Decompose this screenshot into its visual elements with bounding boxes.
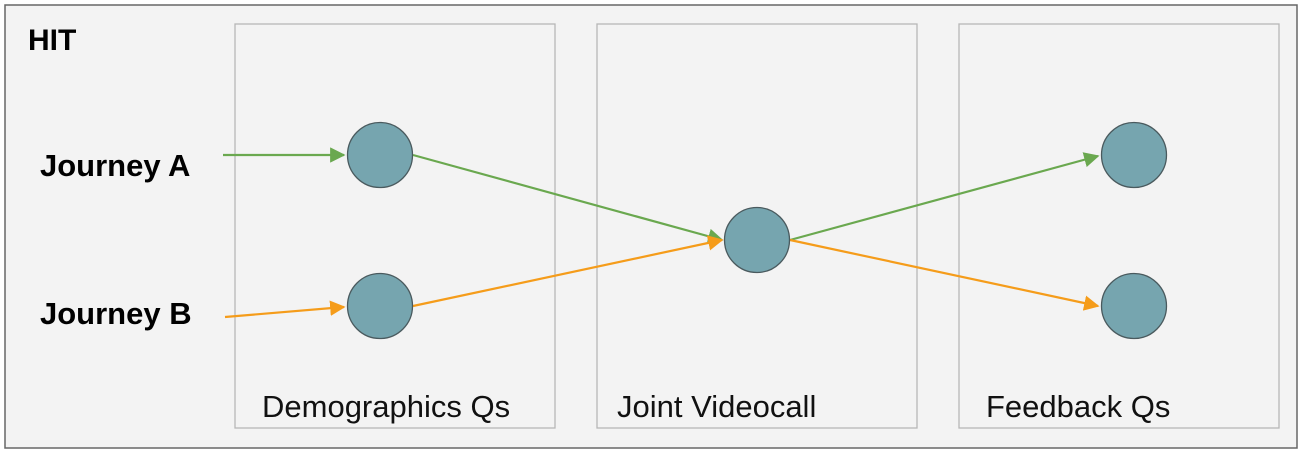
node-feedback-b (1100, 272, 1168, 340)
journey-a-to-videocall-arrow (412, 153, 724, 244)
journey-label-b: Journey B (40, 296, 192, 331)
node-demographics-b (346, 272, 414, 340)
journey-b-to-videocall-arrow (412, 235, 724, 308)
stage-panel-demographics (234, 23, 556, 429)
stage-panel-videocall (596, 23, 918, 429)
hit-title: HIT (28, 24, 76, 57)
journey-label-a: Journey A (40, 148, 190, 183)
stage-label-feedback: Feedback Qs (986, 389, 1170, 424)
stage-label-demographics: Demographics Qs (262, 389, 510, 424)
node-demographics-a (346, 121, 414, 189)
hit-container (4, 4, 1298, 449)
node-feedback-a (1100, 121, 1168, 189)
journey-b-entry-arrow (224, 300, 346, 319)
stage-label-videocall: Joint Videocall (617, 389, 816, 424)
journey-b-to-feedback-arrow (789, 238, 1100, 311)
node-joint-videocall (723, 206, 791, 274)
journey-a-to-feedback-arrow (789, 152, 1100, 242)
stage-panel-feedback (958, 23, 1280, 429)
